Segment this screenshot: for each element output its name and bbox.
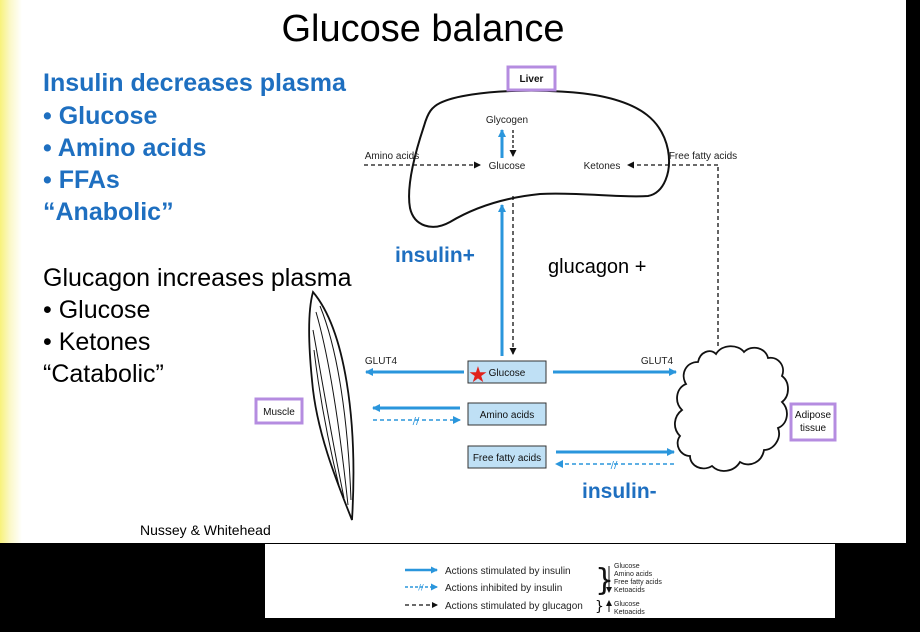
legend-group1-item: Ketoacids	[614, 587, 645, 594]
metabolism-diagram: Liver Glycogen Glucose Amino acids Keton…	[254, 65, 837, 521]
inhibit-mark: //	[413, 416, 420, 427]
ffa-box-label: Free fatty acids	[473, 453, 541, 464]
legend-brace: }	[595, 599, 604, 615]
inhibit-mark: //	[418, 583, 424, 592]
legend-row-inhibited: Actions inhibited by insulin	[445, 583, 562, 594]
glucagon-item-glucose: • Glucose	[43, 296, 151, 324]
amino-acids-box-label: Amino acids	[480, 410, 534, 421]
slide-canvas: Glucose balance Insulin decreases plasma…	[0, 0, 906, 543]
liver-label-box	[506, 65, 557, 92]
liver-glycogen-label: Glycogen	[486, 115, 528, 126]
glucose-box-label: Glucose	[489, 368, 526, 379]
legend-row-insulin: Actions stimulated by insulin	[445, 566, 571, 577]
glucagon-plus-label: glucagon +	[548, 256, 646, 278]
credit-text: Nussey & Whitehead	[140, 522, 271, 538]
glut4-left-label: GLUT4	[365, 356, 398, 367]
glucagon-tag: “Catabolic”	[43, 360, 164, 388]
diagram-legend: Actions stimulated by insulin // Actions…	[265, 544, 835, 618]
insulin-item-ffa: • FFAs	[43, 166, 120, 194]
muscle-shape	[308, 290, 355, 521]
liver-label: Liver	[520, 74, 544, 85]
legend-group1-item: Amino acids	[614, 571, 653, 578]
insulin-item-glucose: • Glucose	[43, 102, 158, 130]
legend-group1-item: Free fatty acids	[614, 579, 662, 586]
glucagon-item-ketones: • Ketones	[43, 328, 151, 356]
glucagon-heading: Glucagon increases plasma	[43, 264, 352, 292]
liver-glucose-label: Glucose	[489, 161, 526, 172]
slide-title: Glucose balance	[281, 8, 565, 50]
liver-ketones-label: Ketones	[584, 161, 621, 172]
adipose-shape	[674, 345, 789, 472]
insulin-plus-label: insulin+	[395, 244, 475, 267]
legend-group1-item: Glucose	[614, 563, 640, 570]
glucose-box	[467, 360, 547, 384]
insulin-heading: Insulin decreases plasma	[43, 69, 346, 97]
amino-acids-box	[467, 402, 547, 426]
insulin-tag: “Anabolic”	[43, 198, 174, 226]
liver-shape	[408, 89, 670, 228]
legend-group2-item: Glucose	[614, 601, 640, 608]
legend-row-glucagon: Actions stimulated by glucagon	[445, 601, 583, 612]
legend-group2-item: Ketoacids	[614, 609, 645, 616]
glut4-right-label: GLUT4	[641, 356, 674, 367]
muscle-label: Muscle	[263, 407, 295, 418]
inhibit-mark: //	[611, 460, 618, 471]
liver-ffa-label: Free fatty acids	[669, 151, 737, 162]
legend-brace: }	[595, 563, 614, 598]
liver-amino-label: Amino acids	[365, 151, 419, 162]
insulin-minus-label: insulin-	[582, 480, 657, 503]
adipose-label-line2: tissue	[800, 423, 827, 434]
ffa-box	[467, 445, 547, 469]
muscle-label-box	[254, 397, 304, 425]
adipose-label-box	[789, 402, 837, 442]
star-icon: ★	[468, 363, 488, 388]
adipose-label-line1: Adipose	[795, 410, 832, 421]
insulin-item-amino: • Amino acids	[43, 134, 207, 162]
